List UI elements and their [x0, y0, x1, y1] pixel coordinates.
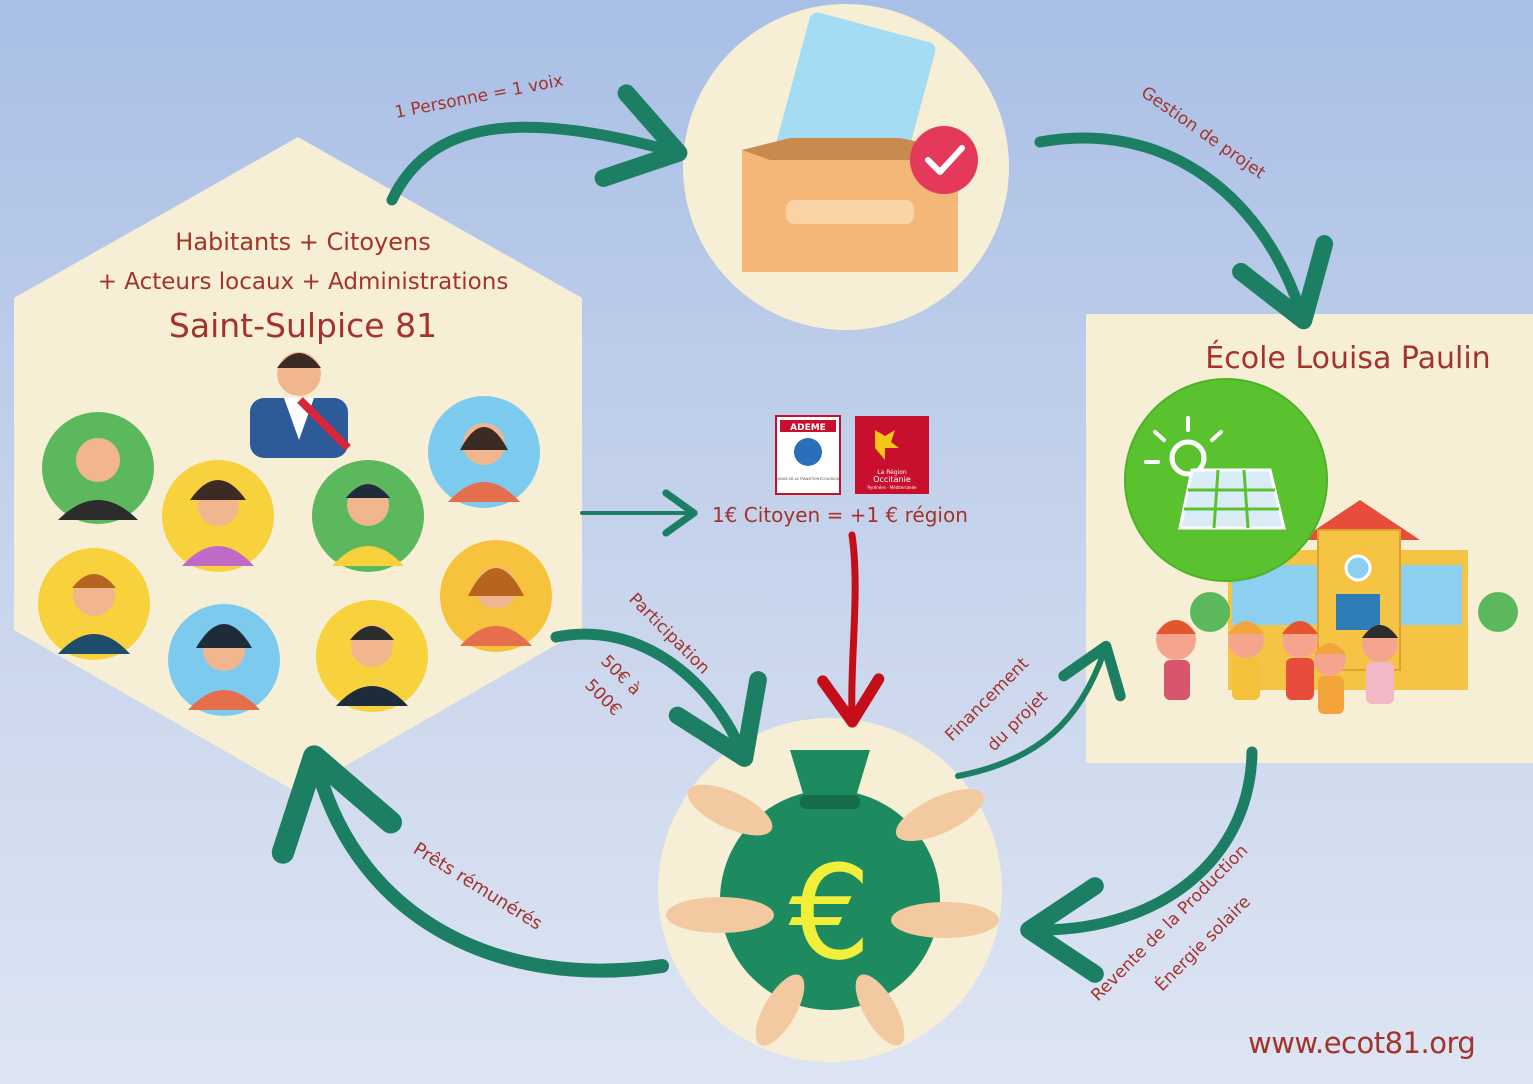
avatar-8	[440, 540, 552, 652]
arrow-loans	[271, 745, 669, 978]
label-resale-2: Énergie solaire	[1150, 891, 1255, 996]
community-title: Saint-Sulpice 81	[169, 306, 437, 345]
avatar-6	[168, 604, 280, 716]
svg-text:AGENCE DE LA TRANSITION ÉCOLOG: AGENCE DE LA TRANSITION ÉCOLOGIQUE	[775, 476, 841, 481]
arrow-region-to-fund	[817, 531, 885, 728]
arrow-financing	[955, 640, 1126, 779]
community-line1: Habitants + Citoyens	[175, 228, 430, 256]
avatar-3	[312, 460, 424, 572]
community-hexagon	[14, 137, 582, 793]
money-bag-illustration: €	[658, 718, 1002, 1062]
website-link[interactable]: www.ecot81.org	[1248, 1026, 1476, 1060]
arrow-management	[1034, 132, 1334, 330]
mayor-icon	[250, 352, 351, 458]
school-title: École Louisa Paulin	[1205, 340, 1490, 376]
avatar-5	[38, 548, 150, 660]
school-panel	[1086, 314, 1533, 763]
arrow-participation	[550, 628, 767, 767]
avatar-1	[42, 412, 154, 524]
svg-text:ADEME: ADEME	[790, 423, 826, 433]
community-line2: + Acteurs locaux + Administrations	[98, 269, 509, 295]
avatar-7	[316, 600, 428, 712]
svg-text:Pyrénées - Méditerranée: Pyrénées - Méditerranée	[867, 485, 917, 490]
svg-text:Occitanie: Occitanie	[873, 475, 911, 484]
label-vote: 1 Personne = 1 voix	[393, 71, 565, 123]
arrow-resale	[1020, 746, 1258, 983]
ademe-logo: ADEME AGENCE DE LA TRANSITION ÉCOLOGIQUE	[775, 415, 841, 495]
svg-text:La Région: La Région	[877, 469, 907, 476]
euro-symbol: €	[789, 837, 872, 989]
avatar-4	[428, 396, 540, 508]
arrow-vote	[386, 84, 688, 206]
occitanie-logo: La Région Occitanie Pyrénées - Méditerra…	[855, 416, 929, 494]
avatar-2	[162, 460, 274, 572]
citizen-avatars	[38, 352, 552, 716]
ballot-box-illustration	[683, 4, 1009, 330]
label-matching: 1€ Citoyen = +1 € région	[712, 503, 968, 527]
